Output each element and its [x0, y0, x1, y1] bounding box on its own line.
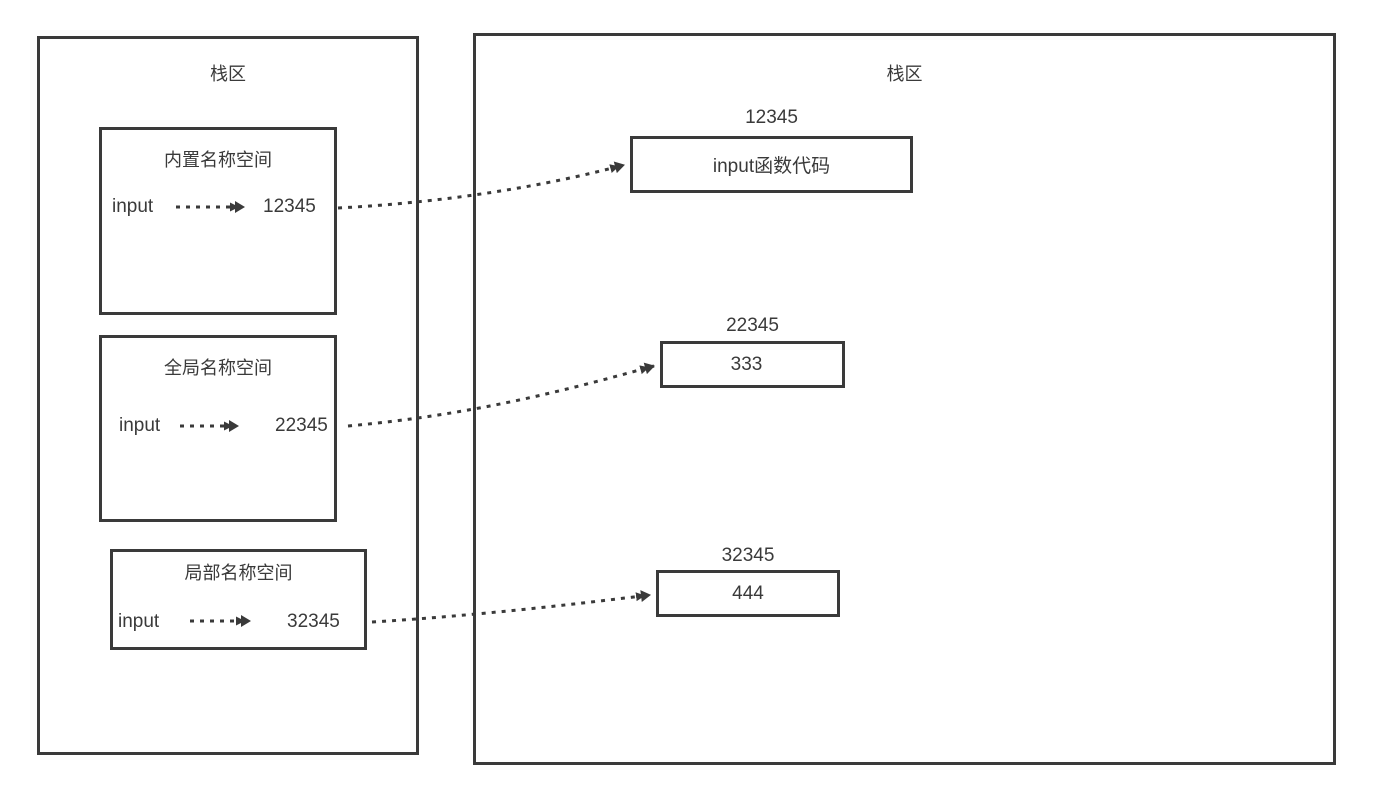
builtin-namespace-box — [99, 127, 337, 315]
global-address-value: 22345 — [275, 415, 328, 436]
global-namespace-title: 全局名称空间 — [164, 358, 272, 378]
object-a-address-label: 12345 — [745, 107, 798, 128]
local-namespace-box — [110, 549, 367, 650]
builtin-address-value: 12345 — [263, 196, 316, 217]
object-b-address-label: 22345 — [726, 315, 779, 336]
local-address-value: 32345 — [287, 611, 340, 632]
global-name-label: input — [119, 415, 161, 436]
object-c-value: 444 — [732, 582, 764, 604]
local-namespace-title: 局部名称空间 — [184, 563, 293, 583]
left-panel-title: 栈区 — [210, 64, 246, 84]
object-b-value: 333 — [730, 353, 763, 375]
object-c-box — [656, 570, 840, 617]
object-a-box — [630, 136, 913, 193]
local-name-label: input — [118, 611, 160, 632]
object-c-address-label: 32345 — [721, 545, 775, 566]
right-panel-title: 栈区 — [886, 64, 923, 84]
global-namespace-box — [99, 335, 337, 522]
builtin-namespace-title: 内置名称空间 — [164, 150, 272, 170]
builtin-name-label: input — [112, 196, 154, 217]
object-a-value: input函数代码 — [712, 156, 831, 177]
object-b-box — [660, 341, 845, 388]
